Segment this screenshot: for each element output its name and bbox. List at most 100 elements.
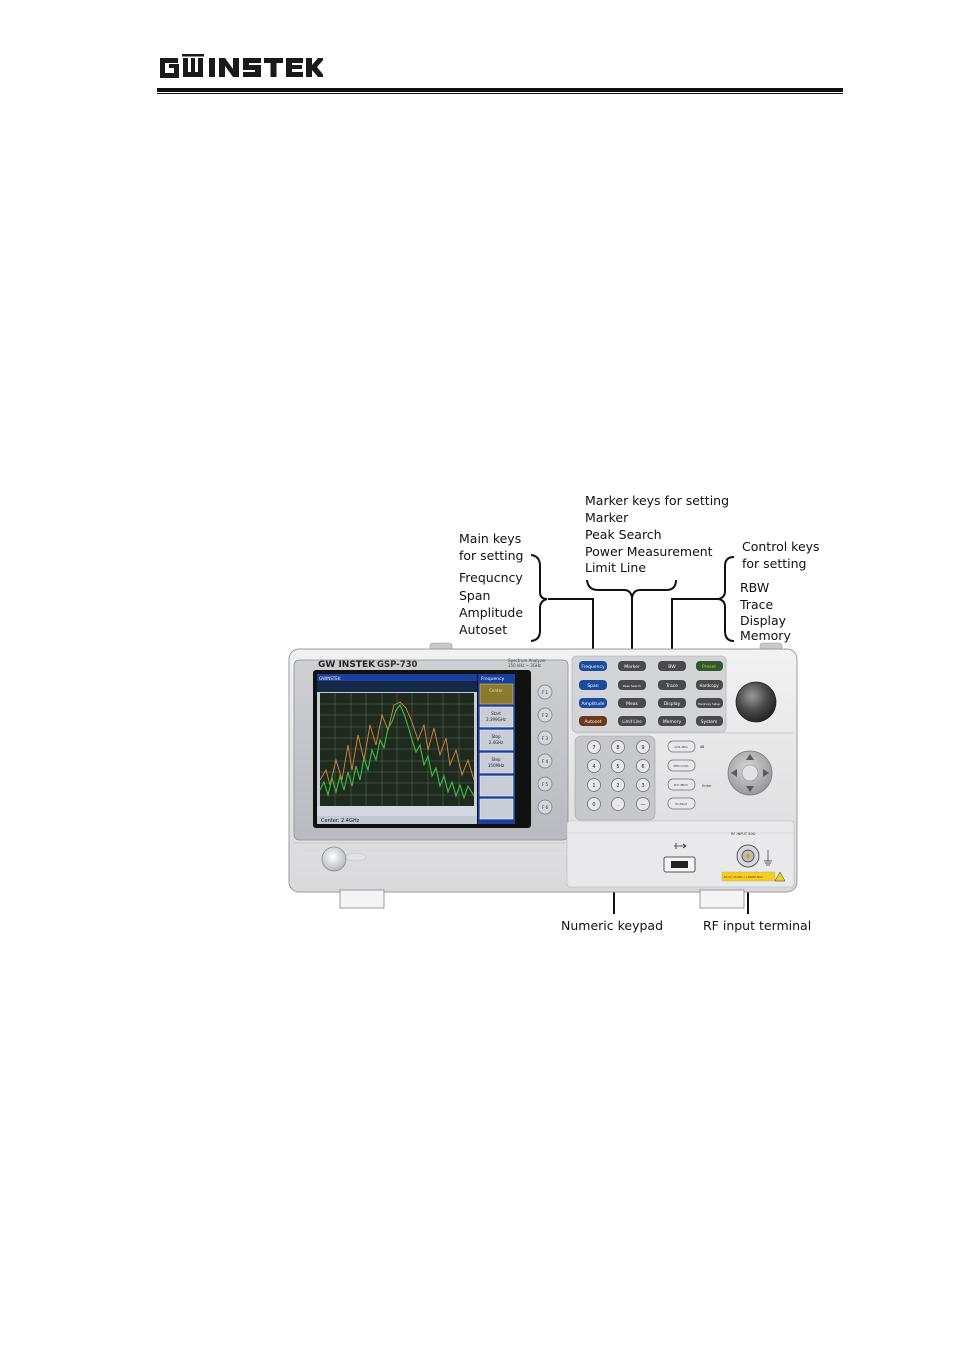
peak-search-key (618, 680, 646, 690)
key-label: Trace (665, 683, 678, 689)
key-label: Display (664, 701, 681, 707)
control-callout-item: Display (740, 613, 787, 628)
key-label: Amplitude (581, 701, 604, 707)
main-callout-heading: for setting (459, 547, 524, 563)
softkey-value: 150MHz (488, 763, 504, 768)
main-callout-item: Span (459, 587, 491, 603)
softkey (479, 752, 514, 774)
f4-key (537, 753, 553, 769)
marker-key (618, 661, 646, 671)
f1-key (537, 684, 553, 700)
unit-side-label: dB (700, 745, 705, 749)
key-label: Marker (624, 664, 640, 670)
arrow-left-icon (731, 769, 737, 777)
marker-callout-item: Peak Search (585, 527, 662, 542)
instrument-brand: GW INSTEK (318, 660, 376, 670)
key-label: BW (668, 664, 676, 670)
f-key-label: F 6 (542, 805, 549, 810)
main-callout-item: Amplitude (459, 605, 524, 620)
preset-key (696, 661, 723, 671)
main-callout-label: Main keys for setting Frequcncy Span Amp… (459, 531, 524, 638)
keypad-label: 3 (641, 783, 644, 789)
screen-center: Center: 2.4GHz (321, 818, 360, 824)
key-label: Span (587, 683, 598, 689)
display-key (658, 698, 686, 708)
key-7 (587, 740, 601, 754)
main-keys-bracket (530, 554, 548, 642)
softkey-value: 2.399GHz (486, 717, 506, 722)
trace-orange (319, 701, 475, 786)
instrument-model: GSP-730 (377, 660, 418, 670)
key-label: Limit Line (622, 719, 642, 724)
unit-side-label: Enter (702, 784, 712, 788)
warning-label: DC 0V, 25 MAX / +30dBm MAX (724, 875, 763, 879)
key-4 (587, 759, 601, 773)
softkey-value: 2.4GHz (489, 740, 504, 745)
control-callout-items: RBW Trace Display Memory (740, 580, 791, 644)
control-callout-item: RBW (740, 580, 770, 595)
instrument-subtitle-1: Spectrum Analyzer (508, 658, 546, 663)
keypad-label: . (617, 802, 619, 808)
system-keys: Preset Hardcopy Hardcopy Setup System (696, 661, 723, 726)
softkey (479, 798, 514, 820)
keypad-label: 6 (641, 764, 644, 770)
frequency-key (579, 661, 607, 671)
ground-icon (764, 850, 772, 866)
marker-keys-bracket (586, 579, 677, 599)
spectrum-analyzer: GW INSTEK GSP-730 Spectrum Analyzer 150 … (288, 642, 798, 909)
main-callout-item: Autoset (459, 621, 508, 637)
screen: GWINSTEK Center: 2.4 (317, 674, 515, 824)
key-label: Autoset (584, 719, 602, 725)
control-callout-item: Memory (740, 627, 791, 643)
keypad-label: 4 (592, 764, 595, 770)
keypad-label: 1 (592, 783, 595, 789)
screen-brand: GWINSTEK (319, 676, 341, 681)
softkey-menu-title: Frequency (481, 676, 505, 682)
keypad-label: 9 (641, 745, 644, 751)
hardcopy-key (696, 680, 723, 690)
key-label: Meas (626, 701, 638, 707)
control-keys-bracket (717, 556, 735, 642)
main-keys: Frequency Span Amplitude Autoset (579, 661, 607, 726)
f-key-label: F 3 (542, 736, 549, 741)
key-label: Memory (663, 719, 682, 725)
control-callout-heading: for setting (742, 555, 807, 571)
key-label: Hardcopy Setup (698, 702, 721, 706)
unit-key-mhz (667, 759, 696, 772)
direction-arrows (731, 754, 769, 792)
trace-key (658, 680, 686, 690)
key-9 (636, 740, 650, 754)
keypad-callout-label: Numeric keypad (561, 918, 664, 933)
numeric-keypad: 7 8 9 4 5 6 1 2 3 0 . — (587, 740, 650, 811)
key-8 (611, 740, 625, 754)
f5-key (537, 776, 553, 792)
marker-callout-item: Limit Line (585, 560, 647, 575)
marker-callout-item: Power Measurement (585, 543, 713, 559)
unit-key-ghz (667, 740, 696, 753)
key-minus (636, 797, 650, 811)
key-6 (636, 759, 650, 773)
warning-label-plate (721, 871, 776, 882)
softkey-label: Stop (491, 734, 501, 739)
warning-icon (774, 871, 786, 882)
rf-callout-label: RF input terminal (703, 918, 812, 933)
control-callout-label: Control keys for setting (742, 539, 820, 576)
key-label: Peak Search (623, 684, 641, 688)
softkeys (479, 683, 514, 820)
rotary-knob (735, 681, 777, 723)
unit-key-hz (667, 797, 696, 810)
key-label: Preset (702, 664, 716, 670)
softkey-label: Step (491, 757, 501, 762)
main-callout-item: Frequcncy (459, 570, 523, 585)
f-key-label: F 5 (542, 782, 549, 787)
limit-line-key (618, 716, 646, 726)
foot-right (699, 889, 745, 909)
f-key-label: F 2 (542, 713, 549, 718)
softkey-label: Center (489, 688, 503, 693)
f3-key (537, 730, 553, 746)
control-keys: BW Trace Display Memory (658, 661, 686, 726)
unit-keys: GHz dBm MHz mVolt kHz dBmV Hz dBuV dB En… (667, 740, 712, 810)
meas-key (618, 698, 646, 708)
autoset-key (579, 716, 607, 726)
unit-key-label: GHz dBm (674, 745, 687, 749)
